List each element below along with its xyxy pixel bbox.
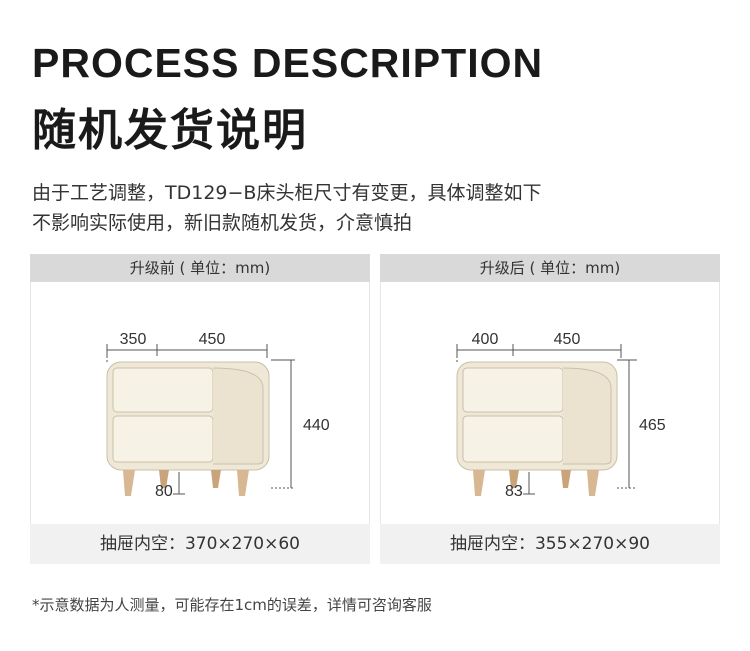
footnote: *示意数据为人测量，可能存在1cm的误差，详情可咨询客服 — [32, 596, 432, 614]
before-leg — [123, 470, 135, 496]
before-leg — [211, 470, 221, 488]
after-diagram: 400 450 465 83 — [380, 282, 720, 524]
page-title-en: PROCESS DESCRIPTION — [32, 40, 544, 86]
after-leg — [587, 470, 599, 496]
after-leg-label: 83 — [505, 483, 523, 500]
after-leg — [509, 470, 519, 488]
before-width-label: 450 — [199, 331, 226, 348]
after-drawer-top — [462, 367, 564, 413]
before-leg — [159, 470, 169, 488]
description: 由于工艺调整，TD129−B床头柜尺寸有变更，具体调整如下 不影响实际使用，新旧… — [32, 178, 541, 238]
after-leg — [473, 470, 485, 496]
before-leg — [237, 470, 249, 496]
after-panel-header: 升级后 ( 单位：mm) — [380, 254, 720, 282]
after-upgrade-panel: 升级后 ( 单位：mm) 400 — [380, 254, 720, 564]
description-line-2: 不影响实际使用，新旧款随机发货，介意慎拍 — [32, 212, 413, 234]
after-drawer-bottom — [462, 415, 564, 463]
after-nightstand-illustration: 400 450 465 83 — [456, 331, 666, 500]
before-depth-label: 350 — [120, 331, 147, 348]
before-drawer-top — [112, 367, 214, 413]
before-panel-header: 升级前 ( 单位：mm) — [30, 254, 370, 282]
after-width-label: 450 — [554, 331, 581, 348]
after-drawer-size: 抽屉内空：355×270×90 — [449, 534, 650, 554]
before-leg-label: 80 — [155, 483, 173, 500]
before-height-label: 440 — [303, 417, 330, 434]
after-leg — [561, 470, 571, 488]
before-nightstand-illustration: 350 450 440 80 — [106, 331, 330, 500]
description-line-1: 由于工艺调整，TD129−B床头柜尺寸有变更，具体调整如下 — [32, 182, 542, 204]
page-title-cn: 随机发货说明 — [32, 105, 308, 156]
before-diagram: 350 450 440 80 — [30, 282, 370, 524]
before-drawer-size: 抽屉内空：370×270×60 — [99, 534, 300, 554]
after-depth-label: 400 — [472, 331, 499, 348]
before-upgrade-panel: 升级前 ( 单位：mm) — [30, 254, 370, 564]
after-height-label: 465 — [639, 417, 666, 434]
before-drawer-bottom — [112, 415, 214, 463]
